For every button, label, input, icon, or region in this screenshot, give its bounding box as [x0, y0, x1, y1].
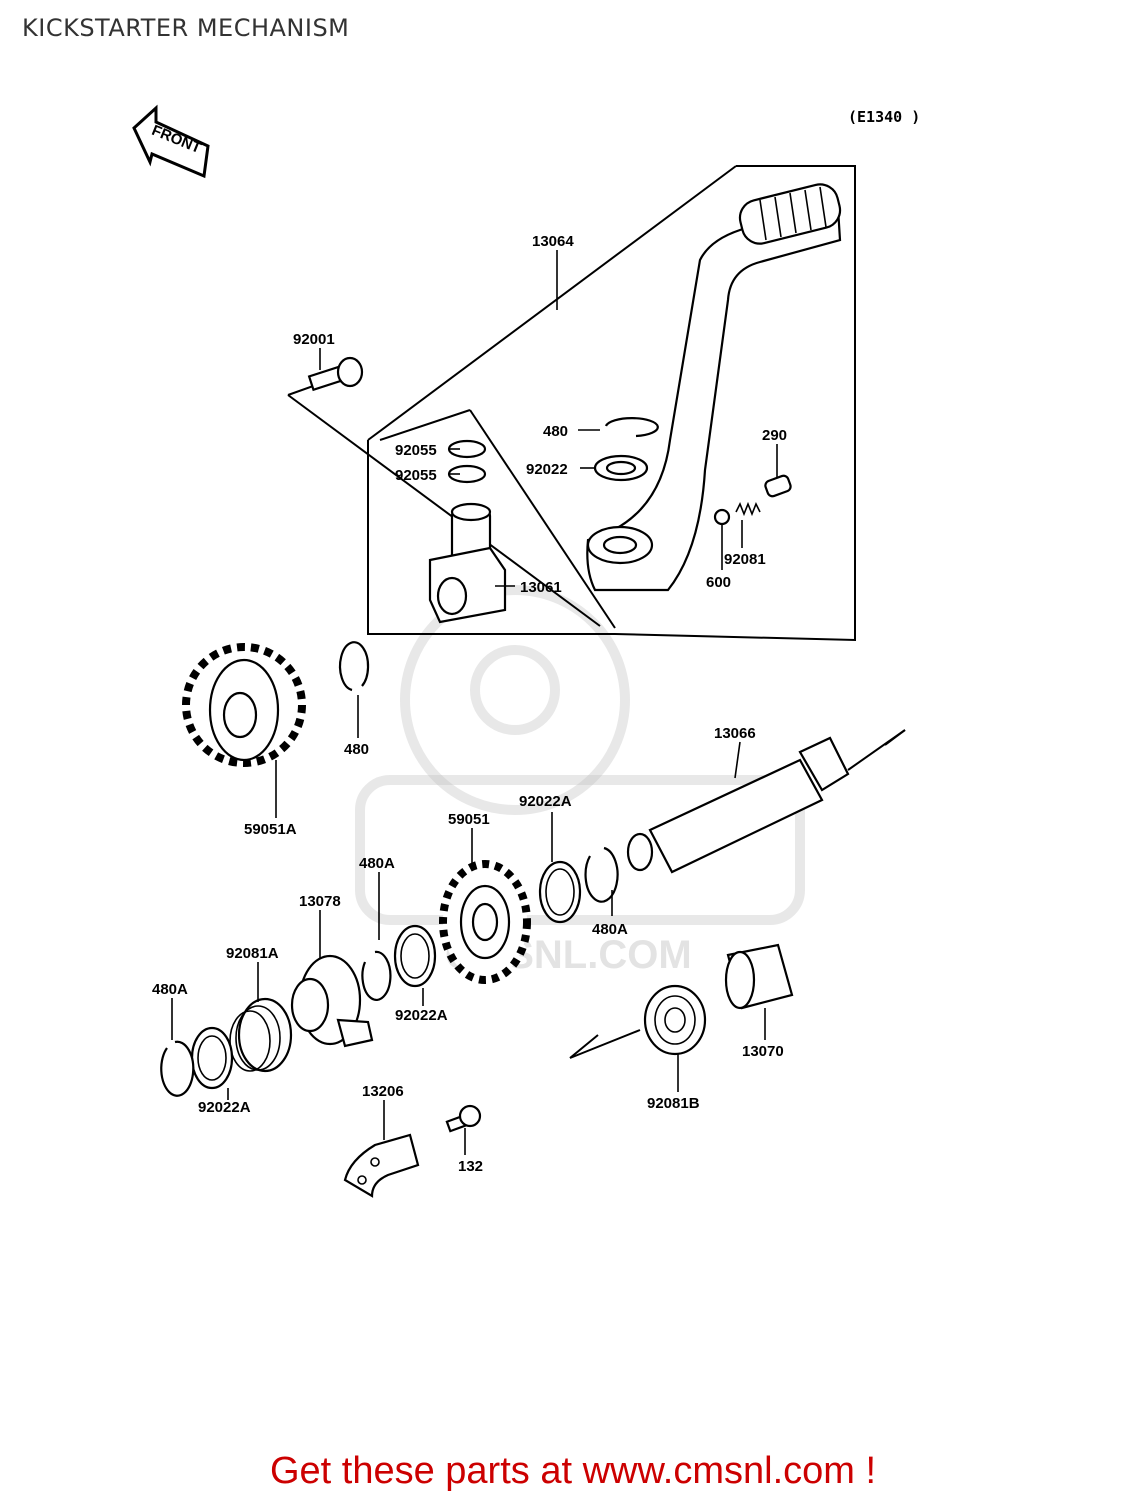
label-13064: 13064 — [532, 233, 574, 250]
washer-92022A-mid-inner — [400, 933, 430, 979]
plunger-290 — [764, 474, 792, 498]
circlip-480A-a — [361, 950, 392, 1001]
spring-92081 — [735, 501, 761, 517]
label-480-mid: 480 — [344, 741, 369, 758]
diagram-code: (E1340 ) — [848, 108, 920, 126]
label-480A-c: 480A — [152, 981, 188, 998]
kick-shaft-13066 — [626, 729, 906, 874]
label-13066: 13066 — [714, 725, 756, 742]
front-arrow-icon: FRONT — [132, 104, 210, 179]
guide-13070 — [724, 943, 794, 1010]
label-290: 290 — [762, 427, 787, 444]
gear-59051A — [182, 643, 306, 767]
label-92055-b: 92055 — [395, 467, 437, 484]
circlip-480-mid — [338, 641, 370, 692]
label-600: 600 — [706, 574, 731, 591]
spring-92081A — [229, 997, 293, 1073]
ratchet-13078 — [290, 954, 374, 1048]
label-13070: 13070 — [742, 1043, 784, 1060]
washer-92022A-top-inner — [545, 868, 575, 916]
label-13206: 13206 — [362, 1083, 404, 1100]
label-480A-b: 480A — [592, 921, 628, 938]
label-13078: 13078 — [299, 893, 341, 910]
label-59051: 59051 — [448, 811, 490, 828]
bolt-132 — [445, 1104, 482, 1133]
circlip-480A-c — [160, 1040, 195, 1097]
watermark: CMSNL.COM — [355, 585, 805, 977]
label-480A-a: 480A — [359, 855, 395, 872]
label-13061: 13061 — [520, 579, 562, 596]
part-labels: 13064 92001 92055 92055 480 92022 290 92… — [152, 233, 787, 1175]
label-59051A: 59051A — [244, 821, 297, 838]
label-92022A-bot: 92022A — [198, 1099, 251, 1116]
label-132: 132 — [458, 1158, 483, 1175]
circlip-480-top — [604, 417, 659, 438]
footer-cta-link[interactable]: Get these parts at www.cmsnl.com ! — [269, 1450, 877, 1492]
ball-600 — [713, 508, 731, 526]
label-480-top: 480 — [543, 423, 568, 440]
label-92022A-mid: 92022A — [395, 1007, 448, 1024]
spring-92081B — [569, 984, 707, 1059]
leader-lines — [171, 250, 778, 1155]
label-92022: 92022 — [526, 461, 568, 478]
washer-92022A-bot-inner — [197, 1035, 227, 1081]
page-title: KICKSTARTER MECHANISM — [22, 14, 350, 42]
label-92081A: 92081A — [226, 945, 279, 962]
bolt-92001 — [307, 356, 364, 392]
circlip-480A-b — [584, 846, 619, 903]
lever-boss-13061 — [428, 502, 507, 624]
gear-59051 — [439, 860, 531, 984]
label-92001: 92001 — [293, 331, 335, 348]
label-92022A-top: 92022A — [519, 793, 572, 810]
kick-lever — [586, 183, 842, 592]
plate-13206 — [343, 1133, 420, 1198]
label-92081B: 92081B — [647, 1095, 700, 1112]
washer-92022 — [593, 454, 649, 482]
label-92055-a: 92055 — [395, 442, 437, 459]
parts-diagram: CMSNL.COM FRONT (E1340 ) — [132, 104, 920, 1198]
label-92081: 92081 — [724, 551, 766, 568]
